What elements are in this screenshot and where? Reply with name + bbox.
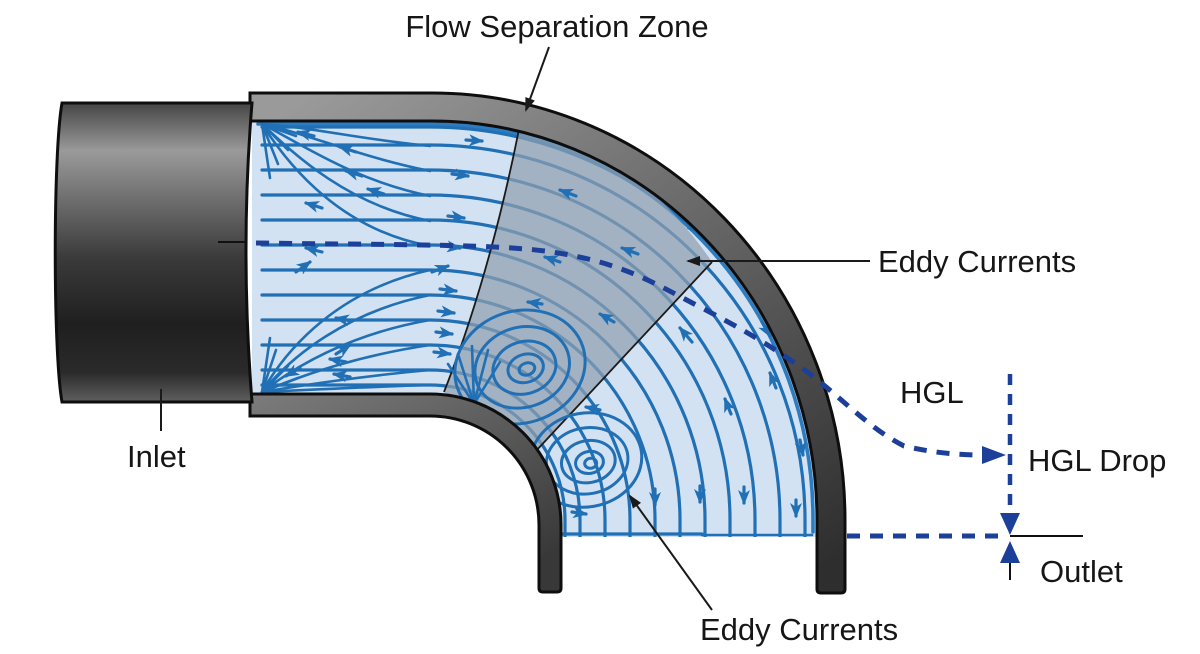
inlet-top-corner-fan [260, 122, 432, 248]
label-eddy-currents-top: Eddy Currents [878, 244, 1076, 279]
annotations: Flow Separation Zone Eddy Currents Eddy … [127, 9, 1166, 647]
hgl-drop-marker [847, 374, 1083, 580]
vortex-arrow [526, 297, 544, 310]
eddy-currents-bottom-leader-arrow [628, 494, 713, 611]
elbow-inner-wall [248, 392, 563, 594]
inlet-pipe [53, 101, 254, 404]
hgl-drop-up-arrow-icon [1000, 541, 1020, 563]
wall-hugging-streamline [256, 122, 815, 534]
flow-separation-zone-region [444, 121, 712, 452]
vortex-arrow [570, 506, 588, 519]
hgl-line [218, 240, 1006, 464]
elbow-outer-wall [248, 91, 847, 595]
inner-wall-fan-upper [446, 344, 502, 406]
label-eddy-currents-bottom: Eddy Currents [700, 612, 898, 647]
label-flow-separation-zone: Flow Separation Zone [405, 9, 708, 44]
wedge-backflow-arrows [543, 188, 640, 326]
separation-boundary-right [534, 261, 713, 453]
label-hgl-drop: HGL Drop [1028, 443, 1166, 478]
vortex-arrow [584, 403, 602, 416]
label-inlet: Inlet [127, 439, 186, 474]
hgl-drop-down-arrow-icon [1000, 513, 1020, 535]
flow-separation-leader-arrow [525, 46, 550, 112]
label-outlet: Outlet [1040, 554, 1123, 589]
hgl-dashed-curve [255, 240, 987, 458]
eddy-vortex-upper [453, 308, 587, 426]
hgl-arrowhead-icon [982, 446, 1006, 464]
label-hgl: HGL [900, 375, 964, 410]
